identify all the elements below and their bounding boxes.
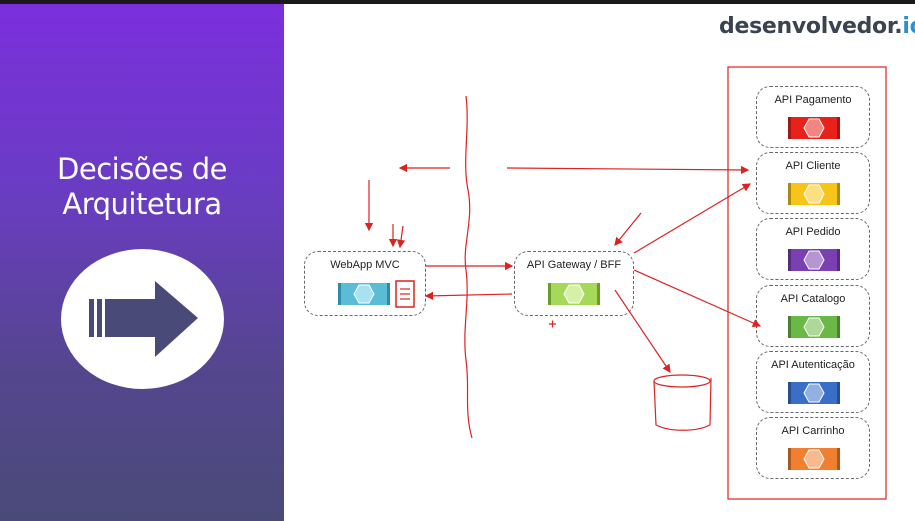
arrow-gateway-to-catalogo <box>633 269 762 327</box>
arrow-down-3 <box>396 225 406 249</box>
boundary-line <box>464 95 473 439</box>
arrow-into-gateway <box>614 212 642 246</box>
arrow-to-cliente <box>506 165 750 175</box>
title-line-2: Arquitetura <box>62 187 222 221</box>
api-label: API Pagamento <box>774 94 852 106</box>
api-label: API Carrinho <box>781 425 845 437</box>
title-line-1: Decisões de <box>57 152 227 186</box>
brand-main: desenvolvedor. <box>719 14 903 39</box>
api-label: API Autenticação <box>771 358 855 371</box>
right-arrow-icon <box>89 281 198 357</box>
arrow-circle <box>61 249 224 389</box>
arrow-gateway-to-webapp <box>424 291 513 301</box>
webapp-label: WebApp MVC <box>330 259 400 271</box>
hexagon-service-icon <box>788 315 840 338</box>
top-bar <box>0 0 915 4</box>
hexagon-service-icon <box>788 249 840 272</box>
brand-logo: desenvolvedor.io <box>719 14 915 39</box>
document-icon <box>395 280 415 308</box>
gateway-label: API Gateway / BFF <box>526 259 622 271</box>
database-icon <box>653 374 712 431</box>
plus-mark <box>549 320 556 328</box>
hexagon-service-icon <box>788 183 840 206</box>
brand-suffix: io <box>902 14 915 39</box>
slide-title: Decisões de Arquitetura <box>0 152 284 222</box>
hexagon-service-icon <box>338 283 390 305</box>
gateway-node: API Gateway / BFF <box>514 251 634 316</box>
api-label: API Pedido <box>785 226 841 239</box>
webapp-node: WebApp MVC <box>304 251 426 316</box>
hexagon-service-icon <box>788 381 840 404</box>
api-node: API Cliente <box>756 152 870 215</box>
api-label: API Catalogo <box>780 292 846 305</box>
hexagon-service-icon <box>548 283 600 305</box>
api-node: API Pagamento <box>756 86 870 148</box>
hexagon-service-icon <box>788 448 840 470</box>
api-node: API Carrinho <box>756 417 870 479</box>
api-label: API Cliente <box>785 160 841 173</box>
api-node: API Catalogo <box>756 284 870 347</box>
arrow-gateway-to-cliente <box>633 183 752 254</box>
api-node: API Pedido <box>756 218 870 281</box>
hexagon-service-icon <box>788 117 840 139</box>
title-panel: Decisões de Arquitetura <box>0 4 284 521</box>
api-node: API Autenticação <box>756 350 870 413</box>
